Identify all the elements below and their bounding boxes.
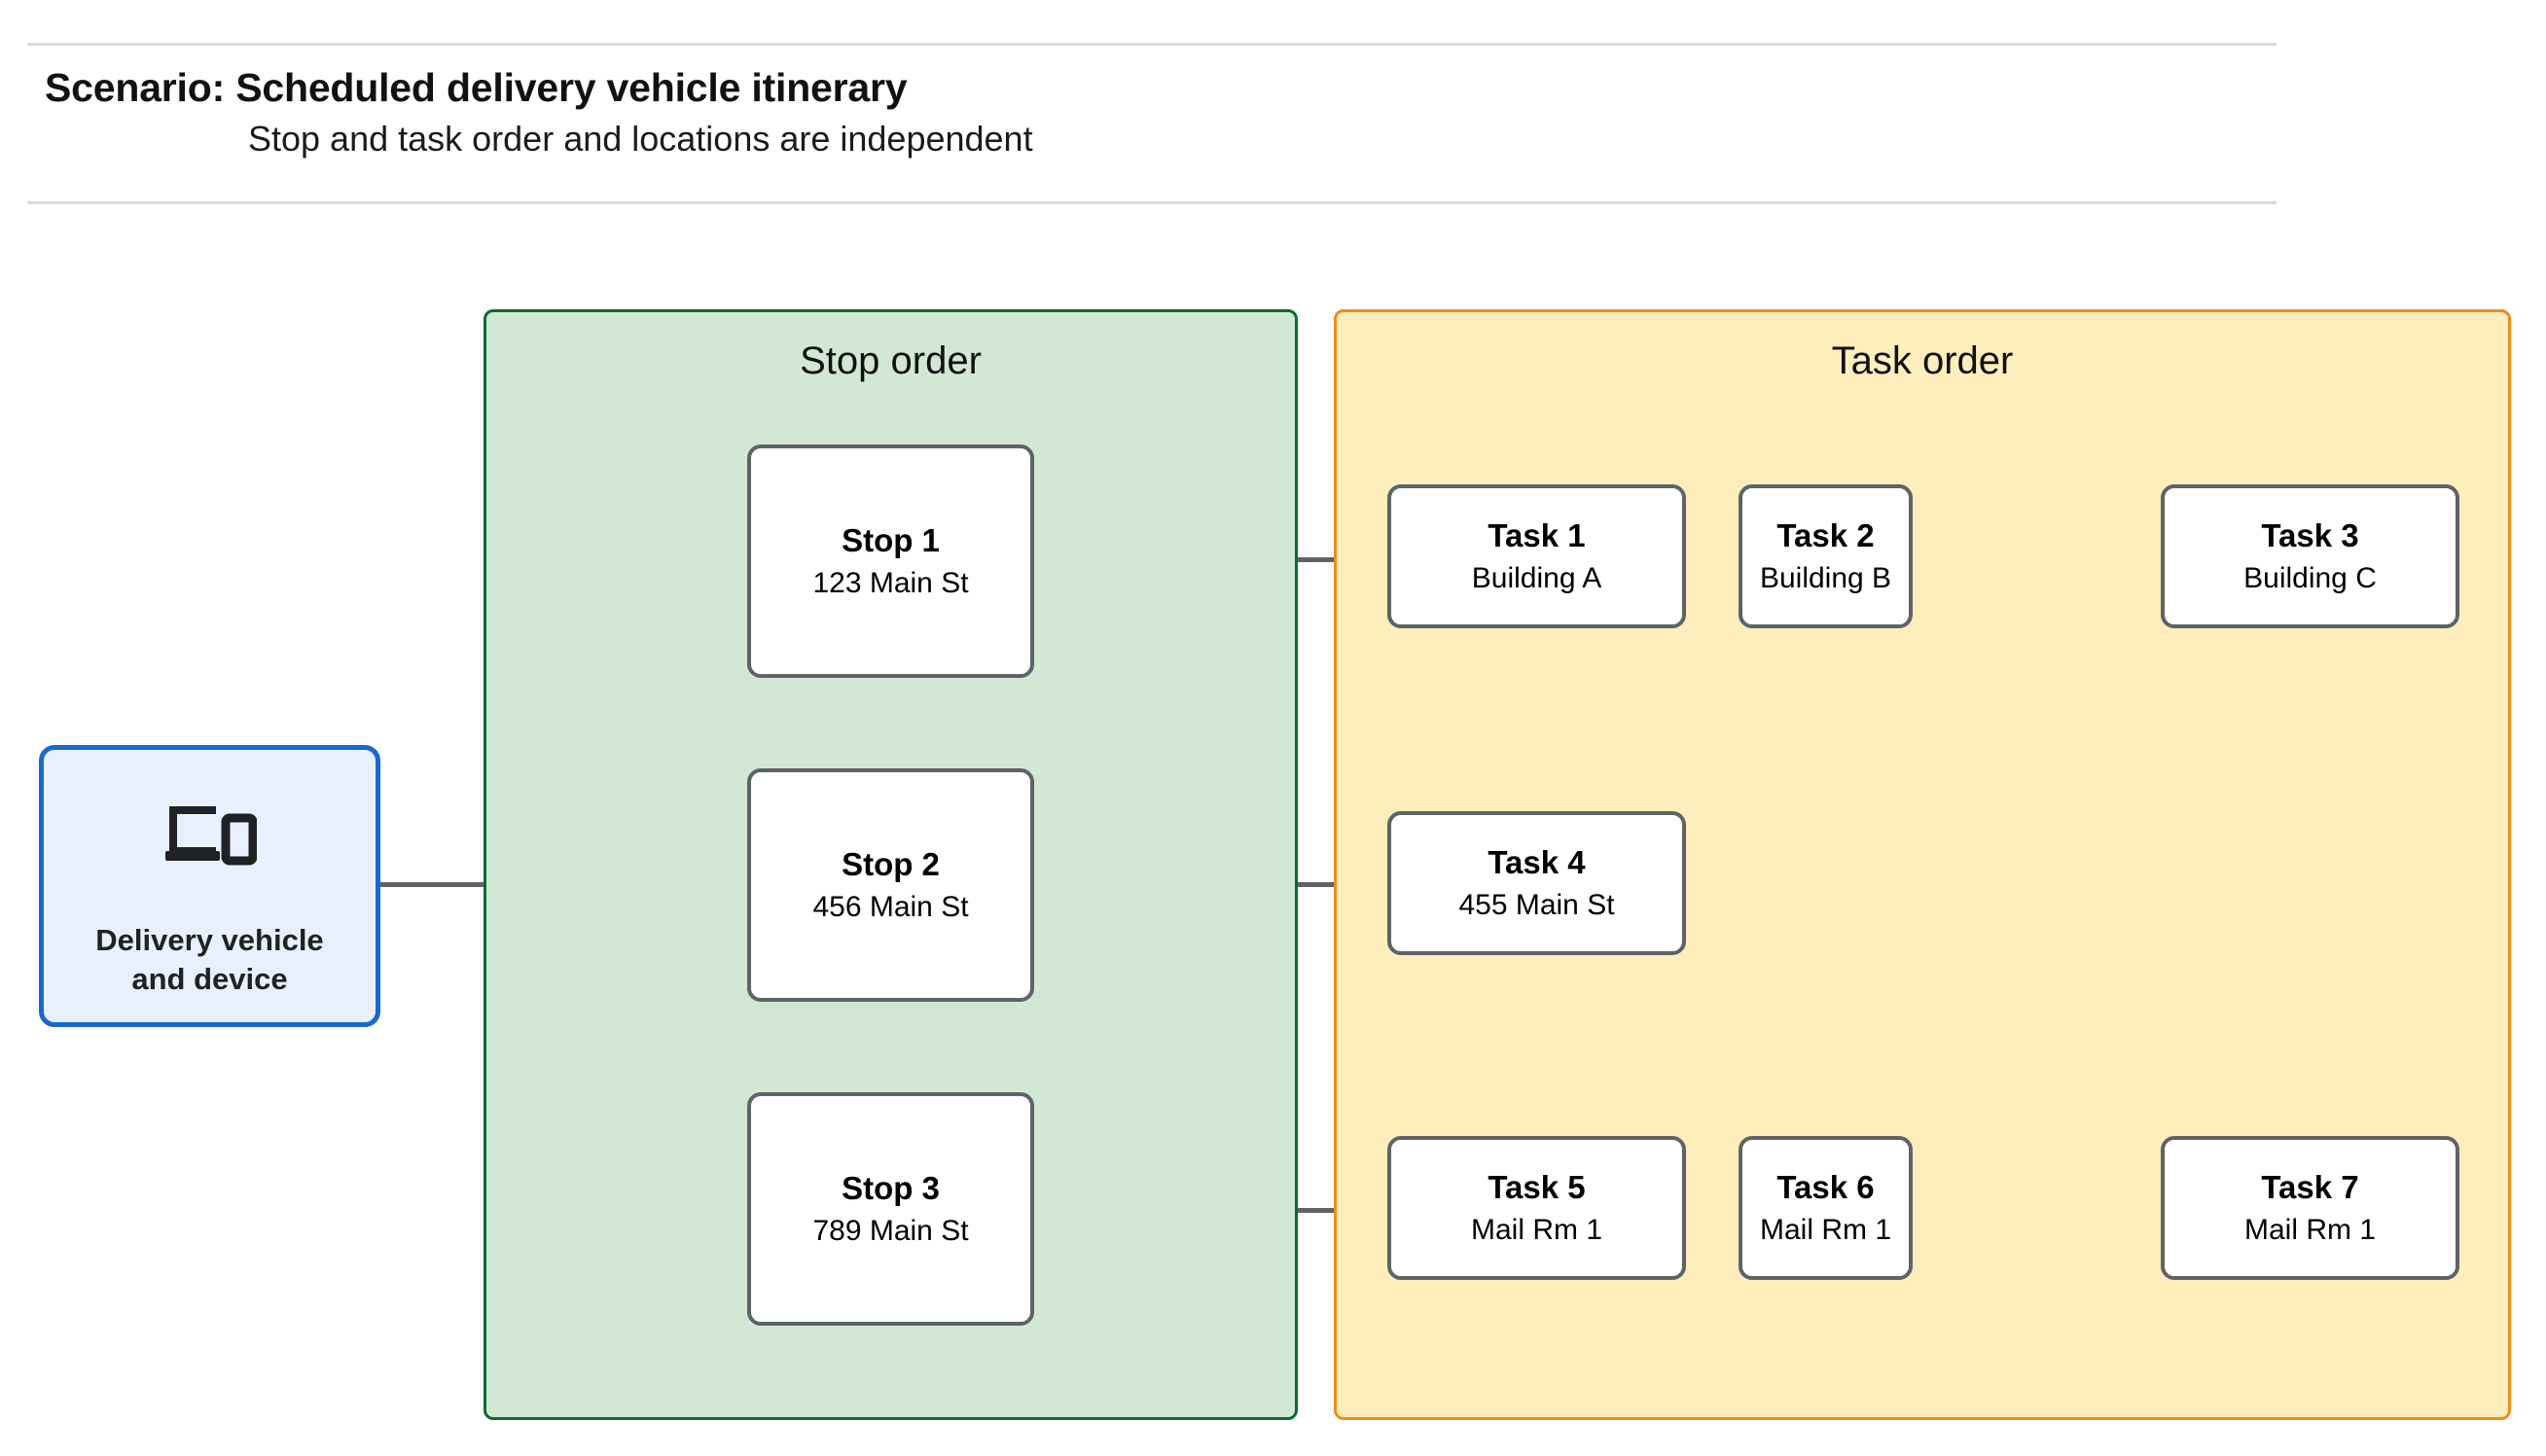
task-card-title: Task 5 xyxy=(1488,1168,1586,1205)
task-card-location: Mail Rm 1 xyxy=(1470,1213,1602,1246)
task-order-lane-title: Task order xyxy=(1831,339,2014,382)
task-card-location: 455 Main St xyxy=(1458,888,1615,921)
task-card[interactable]: Task 7 Mail Rm 1 xyxy=(2161,1136,2459,1280)
task-card[interactable]: Task 6 Mail Rm 1 xyxy=(1739,1136,1913,1280)
stop-card-location: 789 Main St xyxy=(812,1214,969,1247)
task-card[interactable]: Task 4 455 Main St xyxy=(1387,811,1686,955)
stop-card-title: Stop 3 xyxy=(842,1169,940,1206)
header-divider-top xyxy=(27,43,2277,46)
task-card[interactable]: Task 5 Mail Rm 1 xyxy=(1387,1136,1686,1280)
task-card-title: Task 2 xyxy=(1776,516,1875,553)
page-title: Scenario: Scheduled delivery vehicle iti… xyxy=(45,65,908,110)
task-card-location: Mail Rm 1 xyxy=(1759,1213,1891,1246)
stop-card[interactable]: Stop 2 456 Main St xyxy=(747,768,1034,1002)
stop-card-location: 456 Main St xyxy=(812,890,969,923)
header-divider-bottom xyxy=(27,201,2277,204)
task-card-title: Task 1 xyxy=(1488,516,1586,553)
laptop-and-phone-icon xyxy=(163,800,257,872)
task-card[interactable]: Task 2 Building B xyxy=(1739,484,1913,628)
task-card[interactable]: Task 3 Building C xyxy=(2161,484,2459,628)
page-subtitle: Stop and task order and locations are in… xyxy=(248,119,1033,159)
delivery-vehicle-label-line-2: and device xyxy=(131,962,288,997)
task-card-location: Building B xyxy=(1759,561,1892,594)
task-card-location: Building C xyxy=(2243,561,2377,594)
task-card-title: Task 7 xyxy=(2261,1168,2359,1205)
delivery-vehicle-label-line-1: Delivery vehicle xyxy=(95,923,324,957)
stop-card[interactable]: Stop 3 789 Main St xyxy=(747,1092,1034,1326)
stop-card-title: Stop 1 xyxy=(842,521,940,558)
stop-card[interactable]: Stop 1 123 Main St xyxy=(747,444,1034,678)
stop-order-lane-title: Stop order xyxy=(800,339,982,382)
delivery-vehicle-node[interactable]: Delivery vehicle and device xyxy=(39,745,380,1027)
task-card-title: Task 4 xyxy=(1488,843,1586,880)
stop-card-location: 123 Main St xyxy=(812,566,969,599)
delivery-vehicle-node-label: Delivery vehicle and device xyxy=(44,921,376,1000)
task-card-location: Mail Rm 1 xyxy=(2243,1213,2376,1246)
task-card-title: Task 3 xyxy=(2261,516,2359,553)
task-card-location: Building A xyxy=(1471,561,1602,594)
edge-vehicle-to-trunk xyxy=(380,882,552,887)
task-card-title: Task 6 xyxy=(1776,1168,1875,1205)
stop-card-title: Stop 2 xyxy=(842,845,940,882)
task-card[interactable]: Task 1 Building A xyxy=(1387,484,1686,628)
